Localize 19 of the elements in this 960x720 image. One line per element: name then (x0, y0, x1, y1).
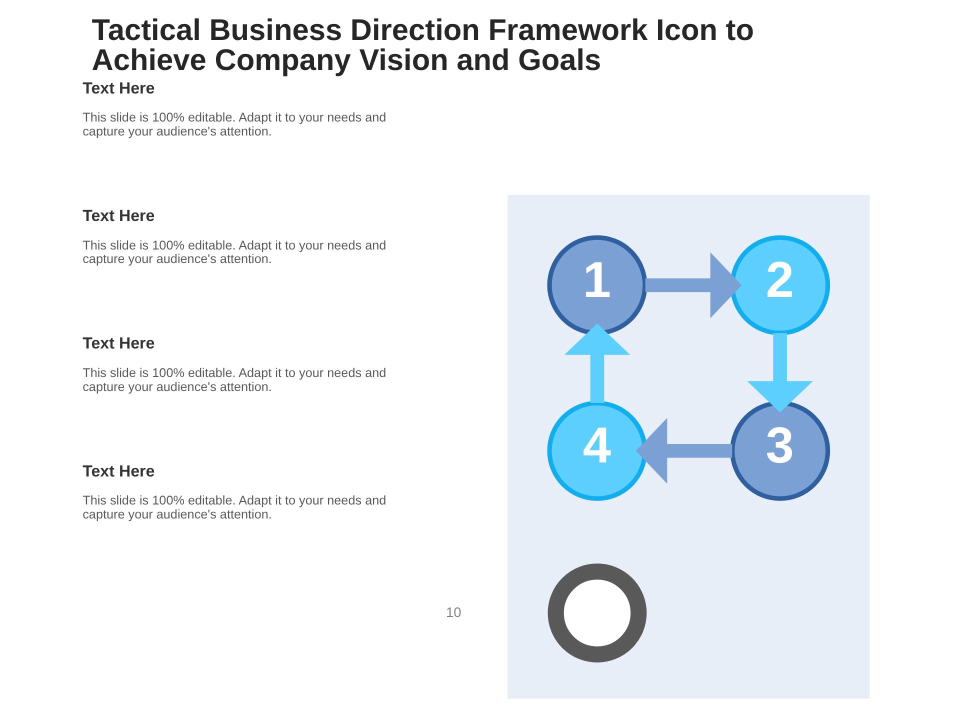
arrow (746, 333, 813, 413)
label: This slide is 100% editable. Adapt it to your needs and capture your audience's attention. (82, 366, 386, 394)
label: 10 (446, 605, 461, 620)
node-circle: 3 (730, 400, 830, 501)
label: Text Here (82, 334, 154, 353)
label: Text Here (82, 79, 154, 98)
arrow (564, 324, 630, 403)
node-circle: 4 (546, 400, 647, 501)
arrow (635, 418, 732, 484)
node-picture (547, 564, 646, 662)
node-circle: 2 (730, 235, 830, 336)
label: This slide is 100% editable. Adapt it to your needs and capture your audience's attention. (82, 494, 386, 522)
label: This slide is 100% editable. Adapt it to your needs and capture your audience's attention. (82, 110, 386, 139)
label: Text Here (82, 462, 154, 480)
label: Text Here (82, 207, 154, 226)
label: This slide is 100% editable. Adapt it to your needs and capture your audience's attention. (82, 238, 386, 266)
node-circle: 1 (546, 235, 647, 336)
arrow (644, 252, 742, 318)
diagram-title: Tactical Business Direction Framework Icon to Achieve Company Vision and Goals (91, 14, 754, 77)
